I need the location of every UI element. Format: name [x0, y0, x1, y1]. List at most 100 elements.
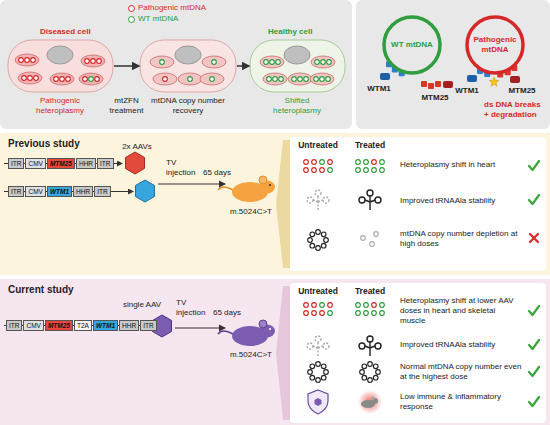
previous-study-illustration: [4, 152, 539, 250]
annotation-label: ds DNA breaks + degradation: [484, 100, 546, 120]
cell-illustrations: [81, 55, 105, 67]
nuclease-illustration: [467, 75, 477, 82]
copy-number-rings: [310, 375, 315, 380]
current-study-illustration: [358, 390, 382, 414]
previous-study-illustration: [126, 152, 145, 174]
mtdna-circle: WT mtDNA: [382, 15, 442, 75]
aav-construct: ITRCMVMTM25HHRITR: [8, 158, 114, 169]
annotation-label: MTM25: [418, 93, 452, 103]
copy-number-rings: [374, 232, 379, 237]
construct-segment: MTM25: [45, 320, 73, 331]
legend-text: Pathogenic mtDNA: [138, 3, 206, 13]
construct-segment: ITR: [8, 186, 24, 197]
annotation-label: Normal mtDNA copy number even at the hig…: [400, 362, 522, 382]
construct-segment: CMV: [25, 158, 45, 169]
heteroplasmy-rings: [304, 311, 309, 316]
construct-segment: CMV: [23, 320, 43, 331]
panel-backgrounds: [356, 0, 550, 129]
current-study-illustration: [307, 336, 329, 356]
copy-number-rings: [310, 243, 315, 248]
legend-item: Pathogenic mtDNA: [128, 3, 206, 13]
previous-study-illustration: [529, 195, 539, 204]
nuclease-illustration: [435, 81, 441, 87]
cell-illustrations: [47, 46, 73, 64]
heteroplasmy-rings: [364, 311, 369, 316]
annotation-label: m.5024C>T: [222, 207, 280, 217]
panel-backgrounds: [0, 133, 550, 275]
heteroplasmy-rings: [312, 160, 317, 165]
nuclease-illustration: [421, 81, 427, 87]
current-study-illustration: [269, 328, 271, 330]
panel-heading: Current study: [8, 284, 74, 296]
copy-number-rings: [376, 370, 381, 375]
copy-number-rings: [321, 243, 326, 248]
copy-number-rings: [316, 378, 321, 383]
heteroplasmy-rings: [356, 303, 361, 308]
panel-backgrounds: [276, 140, 290, 268]
cell-illustrations: [178, 73, 202, 85]
heteroplasmy-rings: [372, 160, 377, 165]
copy-number-rings: [362, 364, 367, 369]
cell-illustrations: [260, 56, 284, 68]
heteroplasmy-rings: [320, 160, 325, 165]
heteroplasmy-rings: [328, 311, 333, 316]
previous-study-illustration: [269, 184, 271, 186]
heteroplasmy-rings: [328, 168, 333, 173]
copy-number-rings: [362, 375, 367, 380]
construct-segment: ITR: [94, 186, 110, 197]
construct-segment: T2A: [74, 320, 92, 331]
heteroplasmy-rings: [356, 168, 361, 173]
construct-segment: HHR: [119, 320, 139, 331]
circle-label: WT mtDNA: [386, 40, 438, 50]
copy-number-rings: [360, 370, 365, 375]
heteroplasmy-rings: [380, 168, 385, 173]
nuclease-illustration: [428, 83, 434, 89]
flow-arrow: [114, 65, 139, 67]
edge-label: mtZFN treatment: [101, 96, 153, 116]
heteroplasmy-rings: [372, 303, 377, 308]
legend-item: WT mtDNA: [128, 14, 178, 24]
copy-number-rings: [316, 362, 321, 367]
current-study-illustration: [315, 398, 322, 406]
heteroplasmy-rings: [380, 311, 385, 316]
copy-number-rings: [310, 232, 315, 237]
previous-study-illustration: [259, 176, 267, 184]
panel-backgrounds: [0, 279, 550, 425]
cell-illustrations: [202, 56, 226, 68]
construct-segment: WTM1: [93, 320, 118, 331]
heteroplasmy-rings: [356, 160, 361, 165]
cell-illustrations: [288, 73, 312, 85]
copy-number-rings: [324, 238, 329, 243]
heteroplasmy-rings: [312, 311, 317, 316]
heteroplasmy-rings: [364, 168, 369, 173]
heteroplasmy-rings: [304, 303, 309, 308]
annotation-label: Low immune & inflammatory response: [400, 392, 522, 412]
copy-number-rings: [368, 378, 373, 383]
annotation-label: WTM1: [452, 86, 482, 96]
construct-segment: CMV: [25, 186, 45, 197]
annotation-label: Improved tRNAAla stability: [400, 196, 522, 206]
annotation-label: Improved tRNAAla stability: [400, 340, 522, 350]
copy-number-rings: [368, 362, 373, 367]
copy-number-rings: [308, 230, 379, 251]
annotation-label: Heteroplasmy shift at lower AAV doses in…: [400, 296, 522, 326]
heteroplasmy-rings: [364, 160, 369, 165]
previous-study-illustration: [307, 190, 329, 210]
mtdna-ring: [384, 17, 440, 73]
cell-caption: mtDNA copy number recovery: [146, 96, 230, 116]
current-study-illustration: [175, 327, 225, 328]
cell-caption: Pathogenic heteroplasmy: [29, 96, 91, 116]
heteroplasmy-rings: [312, 168, 317, 173]
heteroplasmy-rings: [380, 303, 385, 308]
heteroplasmy-rings: [304, 160, 309, 165]
annotation-label: single AAV: [116, 300, 168, 310]
heteroplasmy-rings: [328, 160, 333, 165]
cell: Diseased cellPathogenic heteroplasmy: [8, 40, 113, 92]
cell-illustrations: [50, 73, 74, 85]
annotation-label: 65 days: [213, 308, 251, 318]
annotation-label: MTM25: [506, 86, 538, 96]
